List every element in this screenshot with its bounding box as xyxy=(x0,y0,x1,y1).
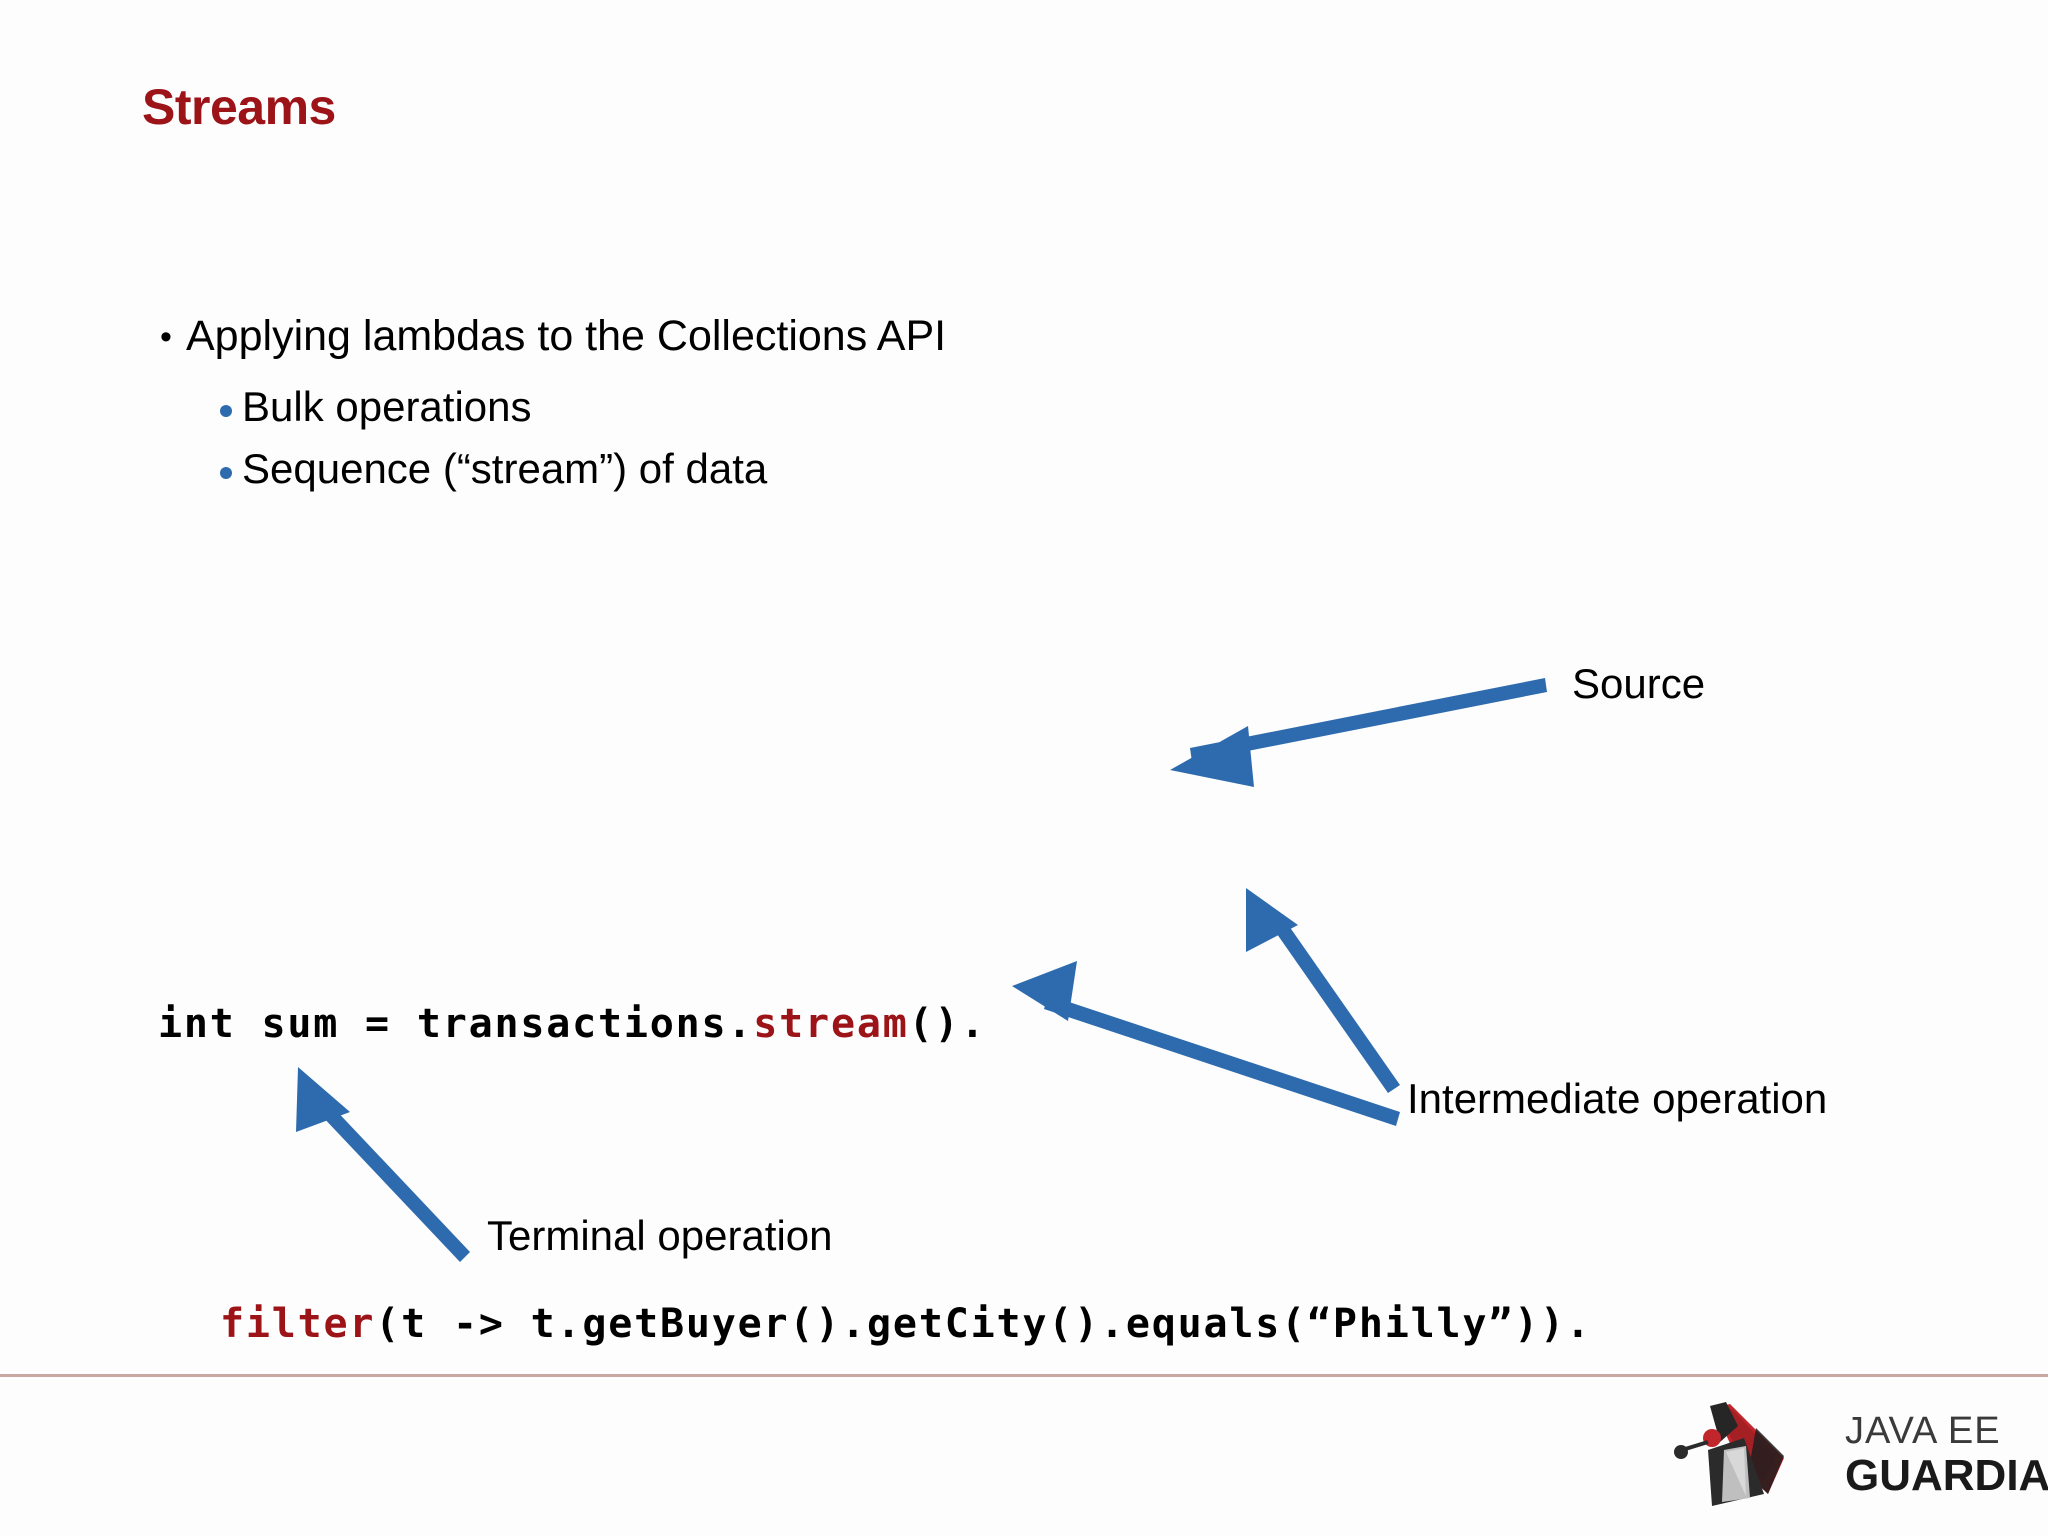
bullet-list: • Applying lambdas to the Collections API… xyxy=(160,315,1660,510)
logo-line-2: GUARDIANS xyxy=(1845,1451,2048,1500)
page-title: Streams xyxy=(142,79,336,135)
list-item: • Applying lambdas to the Collections API xyxy=(160,315,1660,358)
code-line: filter(t -> t.getBuyer().getCity().equal… xyxy=(158,1287,1592,1362)
bullet-marker-icon: • xyxy=(160,318,172,356)
sub-bullet-marker-icon xyxy=(220,405,232,417)
sub-bullet-marker-icon xyxy=(220,467,232,479)
footer-divider xyxy=(0,1374,2048,1377)
list-item-label: Applying lambdas to the Collections API xyxy=(186,312,947,360)
annotation-label-terminal: Terminal operation xyxy=(487,1212,833,1259)
code-block: int sum = transactions.stream(). filter(… xyxy=(158,762,1592,1536)
annotation-label-intermediate: Intermediate operation xyxy=(1407,1075,1828,1122)
code-token-keyword: filter xyxy=(220,1301,376,1347)
list-item: Sequence (“stream”) of data xyxy=(160,448,1660,490)
code-line: int sum = transactions.stream(). xyxy=(158,987,1592,1062)
code-token: (t -> t.getBuyer().getCity().equals(“Phi… xyxy=(375,1301,1592,1347)
annotation-label-source: Source xyxy=(1572,660,1706,707)
list-item-label: Bulk operations xyxy=(242,383,532,430)
code-token: (). xyxy=(908,1001,987,1047)
java-ee-guardians-logo-icon xyxy=(1674,1402,1784,1506)
code-token: int sum = transactions. xyxy=(158,1001,754,1047)
list-item-label: Sequence (“stream”) of data xyxy=(242,445,768,492)
logo-wordmark: JAVA EE GUARDIANS xyxy=(1845,1410,2048,1500)
list-item: Bulk operations xyxy=(160,386,1660,428)
code-token-keyword: stream xyxy=(753,1001,909,1047)
logo-line-1: JAVA EE xyxy=(1845,1410,2001,1452)
